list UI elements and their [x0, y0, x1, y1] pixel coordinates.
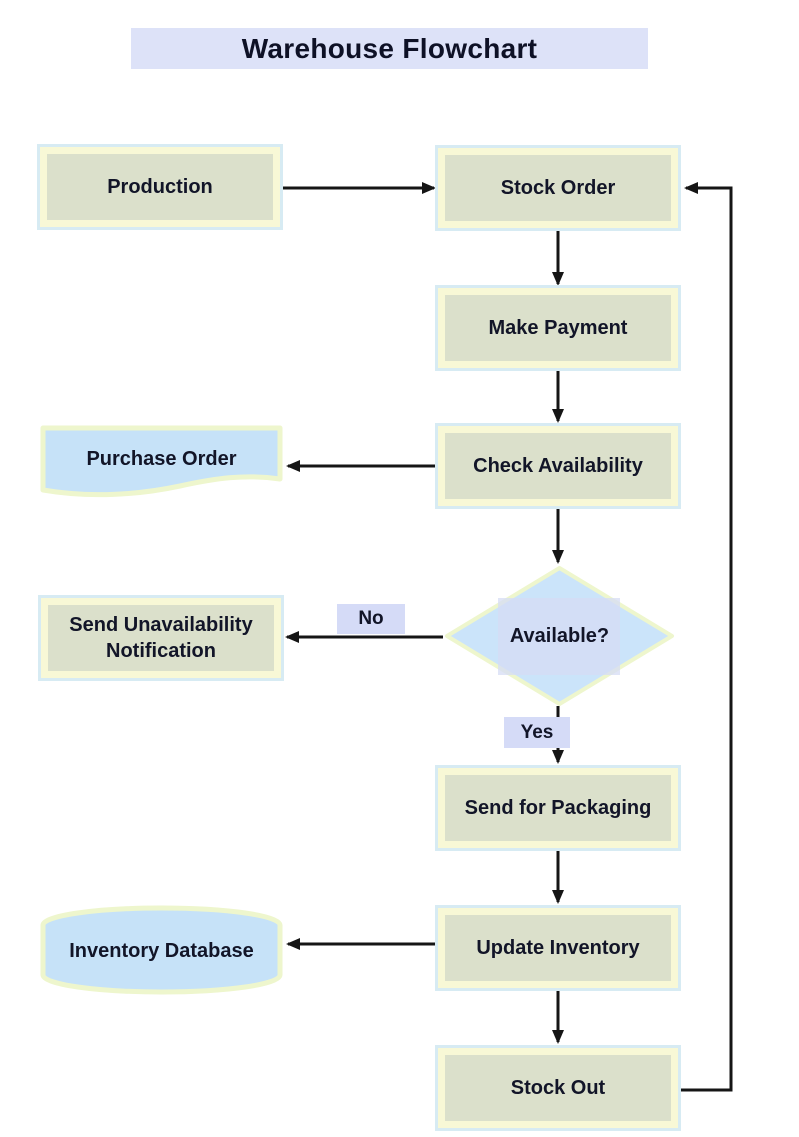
node-make-payment-label: Make Payment: [488, 317, 628, 339]
node-send-for-packaging[interactable]: Send for Packaging: [438, 768, 678, 848]
node-purchase-order[interactable]: Purchase Order: [38, 424, 285, 508]
node-check-availability-label: Check Availability: [473, 455, 643, 477]
edge-label-no: No: [337, 604, 405, 634]
edge-label-yes-text: Yes: [520, 721, 554, 743]
decision-diamond-shape: [445, 566, 674, 706]
node-make-payment[interactable]: Make Payment: [438, 288, 678, 368]
node-stock-out[interactable]: Stock Out: [438, 1048, 678, 1128]
node-update-inventory[interactable]: Update Inventory: [438, 908, 678, 988]
edge-stockout-stockorder: [680, 182, 733, 1092]
node-available-label: Available?: [509, 624, 610, 647]
page-title: Warehouse Flowchart: [131, 28, 648, 69]
database-cylinder-shape: [40, 905, 283, 995]
document-shape: [40, 425, 283, 498]
node-send-unavailability-notification[interactable]: Send Unavailability Notification: [41, 598, 281, 678]
node-purchase-order-label: Purchase Order: [86, 447, 237, 470]
node-inventory-database[interactable]: Inventory Database: [38, 903, 285, 997]
node-available[interactable]: Available?: [444, 565, 675, 707]
node-inventory-database-label: Inventory Database: [69, 939, 254, 962]
node-send-for-packaging-label: Send for Packaging: [464, 797, 652, 819]
edge-label-yes: Yes: [504, 717, 570, 748]
node-stock-out-label: Stock Out: [510, 1077, 606, 1099]
node-production-label: Production: [107, 176, 213, 198]
node-stock-order-label: Stock Order: [500, 177, 616, 199]
node-update-inventory-label: Update Inventory: [476, 937, 640, 959]
node-stock-order[interactable]: Stock Order: [438, 148, 678, 228]
edge-label-no-text: No: [358, 608, 384, 629]
node-send-unavailability-notification-label: Send Unavailability Notification: [69, 614, 253, 662]
node-check-availability[interactable]: Check Availability: [438, 426, 678, 506]
node-production[interactable]: Production: [40, 147, 280, 227]
